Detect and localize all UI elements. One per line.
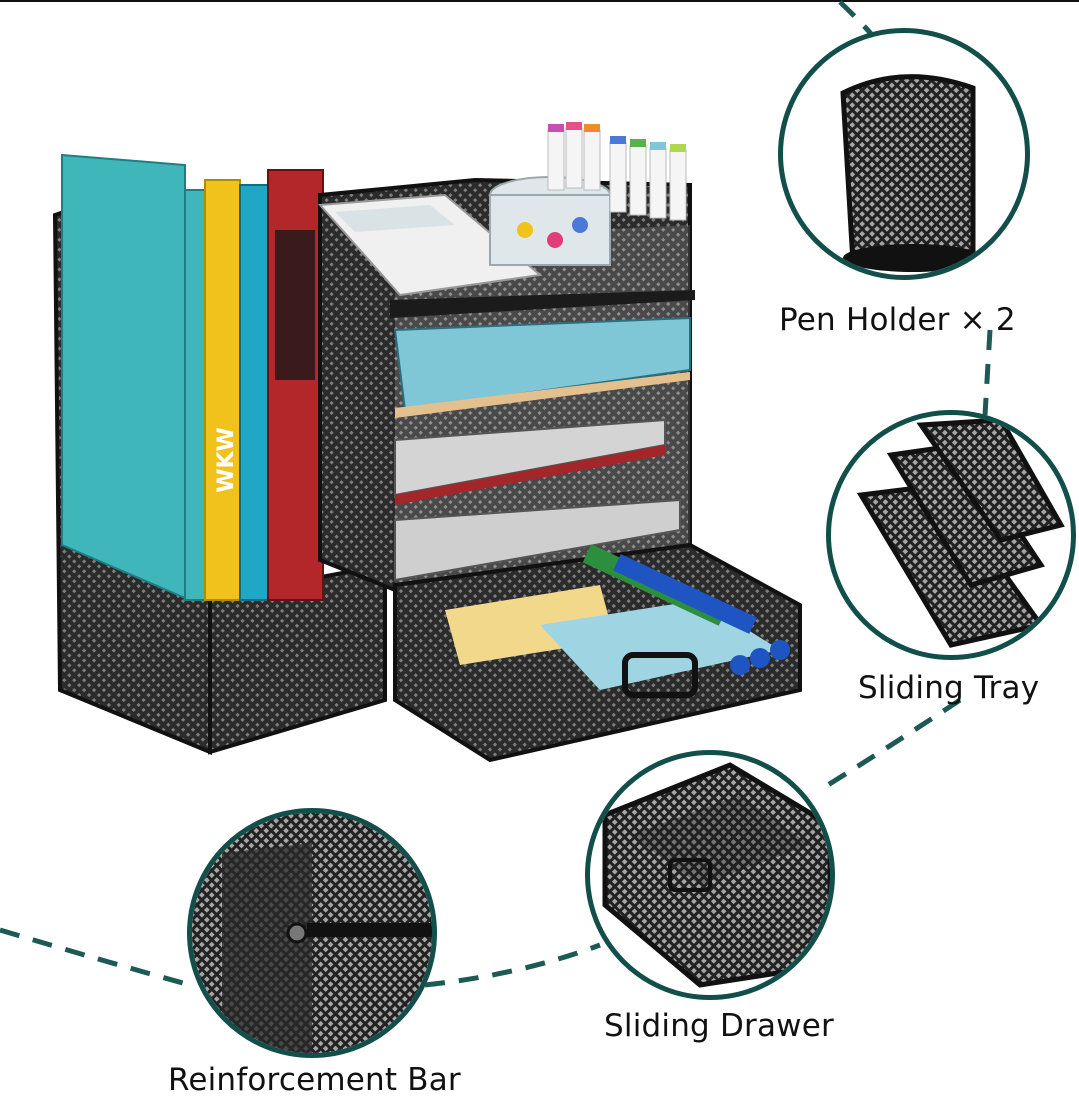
book-spine-title: WKW [214,427,239,493]
reinforcement-bar-label: Reinforcement Bar [168,1062,461,1098]
drawer [393,542,802,763]
top-border-line [0,0,1079,2]
markers [547,122,687,221]
reinforcement-bar-detail-circle [187,808,437,1058]
books: WKW [61,153,324,601]
pen-holder-detail-circle [778,28,1030,280]
sliding-drawer-label: Sliding Drawer [604,1008,834,1044]
pen-holder-label: Pen Holder × 2 [779,302,1016,338]
sliding-tray-detail-circle [826,410,1076,660]
shelf-unit [317,122,695,593]
sliding-drawer-detail-circle [585,750,835,1000]
sliding-tray-label: Sliding Tray [858,670,1040,706]
